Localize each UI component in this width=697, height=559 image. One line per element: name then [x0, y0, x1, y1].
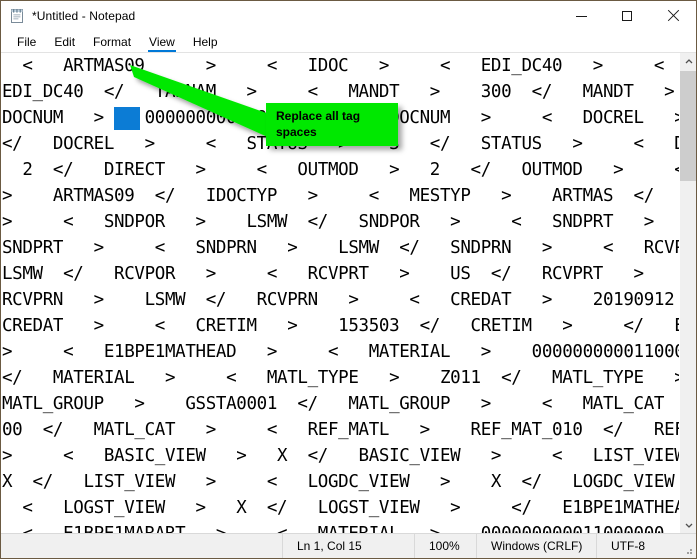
text-line: SNDPRT > < SNDPRN > LSMW </ SNDPRN > < R… — [2, 238, 679, 258]
text-line: 2 </ DIRECT > < OUTMOD > 2 </ OUTMOD > <… — [22, 160, 679, 180]
maximize-icon — [622, 11, 632, 21]
text-content: < ARTMAS09 > < IDOC > < EDI_DC40 > < TAB… — [1, 53, 679, 533]
menu-item-file[interactable]: File — [8, 31, 45, 52]
menu-item-label: View — [149, 34, 175, 49]
chevron-down-icon[interactable] — [680, 516, 696, 533]
menu-item-label: File — [17, 34, 37, 49]
title-bar[interactable]: *Untitled - Notepad — [1, 1, 696, 31]
text-line: DOCNUM > 00000000061980 11 </ DOCNUM > <… — [2, 108, 679, 128]
close-icon — [667, 10, 679, 22]
text-line: > ARTMAS09 </ IDOCTYP > < MESTYP > ARTMA… — [2, 186, 679, 206]
status-encoding: UTF-8 — [596, 534, 696, 558]
resize-grip-icon[interactable] — [683, 545, 693, 555]
chevron-up-icon[interactable] — [680, 53, 696, 70]
text-line: LSMW </ RCVPOR > < RCVPRT > US </ RCVPRT… — [2, 264, 679, 284]
text-line: MATL_GROUP > GSSTA0001 </ MATL_GROUP > <… — [2, 394, 679, 414]
close-button[interactable] — [650, 1, 696, 31]
menu-item-label: Format — [93, 34, 132, 49]
window-controls — [558, 1, 696, 31]
menu-bar: File Edit Format View Help — [1, 31, 696, 53]
text-line: </ DOCREL > < STATUS > 3 </ STATUS > < D… — [2, 134, 679, 154]
vertical-scrollbar[interactable] — [679, 53, 696, 533]
menu-item-label: Edit — [54, 34, 76, 49]
minimize-button[interactable] — [558, 1, 604, 31]
status-bar: Ln 1, Col 15 100% Windows (CRLF) UTF-8 — [1, 533, 696, 558]
text-line: < ARTMAS09 > < IDOC > < EDI_DC40 > < TAB… — [22, 56, 665, 76]
text-line: > < E1BPE1MATHEAD > < MATERIAL > 0000000… — [2, 342, 679, 362]
text-line: RCVPRN > LSMW </ RCVPRN > < CREDAT > 201… — [2, 290, 679, 310]
status-zoom-level[interactable]: 100% — [414, 534, 476, 558]
text-line: X </ LIST_VIEW > < LOGDC_VIEW > X </ LOG… — [2, 472, 679, 492]
maximize-button[interactable] — [604, 1, 650, 31]
text-line: < LOGST_VIEW > X </ LOGST_VIEW > </ E1BP… — [2, 498, 679, 518]
status-line-ending: Windows (CRLF) — [476, 534, 596, 558]
text-cursor-selection — [114, 107, 140, 130]
scrollbar-thumb[interactable] — [680, 71, 696, 181]
text-line: > < SNDPOR > LSMW </ SNDPOR > < SNDPRT >… — [2, 212, 654, 232]
window-title: *Untitled - Notepad — [32, 9, 136, 23]
menu-item-help[interactable]: Help — [184, 31, 227, 52]
menu-item-label: Help — [192, 34, 218, 49]
text-editor[interactable]: < ARTMAS09 > < IDOC > < EDI_DC40 > < TAB… — [1, 53, 679, 533]
menu-item-edit[interactable]: Edit — [45, 31, 84, 52]
notepad-icon — [9, 8, 25, 24]
text-line: EDI_DC40 </ TABNAM > < MANDT > 300 </ MA… — [2, 82, 679, 102]
text-line: > < BASIC_VIEW > X </ BASIC_VIEW > < LIS… — [2, 446, 679, 466]
editor-area: < ARTMAS09 > < IDOC > < EDI_DC40 > < TAB… — [1, 53, 696, 533]
status-cursor-position: Ln 1, Col 15 — [282, 534, 414, 558]
text-line: </ MATERIAL > < MATL_TYPE > Z011 </ MATL… — [2, 368, 679, 388]
minimize-icon — [575, 15, 587, 17]
text-line: < E1BPE1MARART > < MATERIAL > 0000000000… — [1, 521, 679, 533]
status-spacer — [1, 534, 282, 558]
text-line: 00 </ MATL_CAT > < REF_MATL > REF_MAT_01… — [2, 420, 679, 440]
text-line: CREDAT > < CRETIM > 153503 </ CRETIM > <… — [2, 316, 679, 336]
menu-item-view[interactable]: View — [140, 31, 184, 52]
menu-item-format[interactable]: Format — [84, 31, 140, 52]
